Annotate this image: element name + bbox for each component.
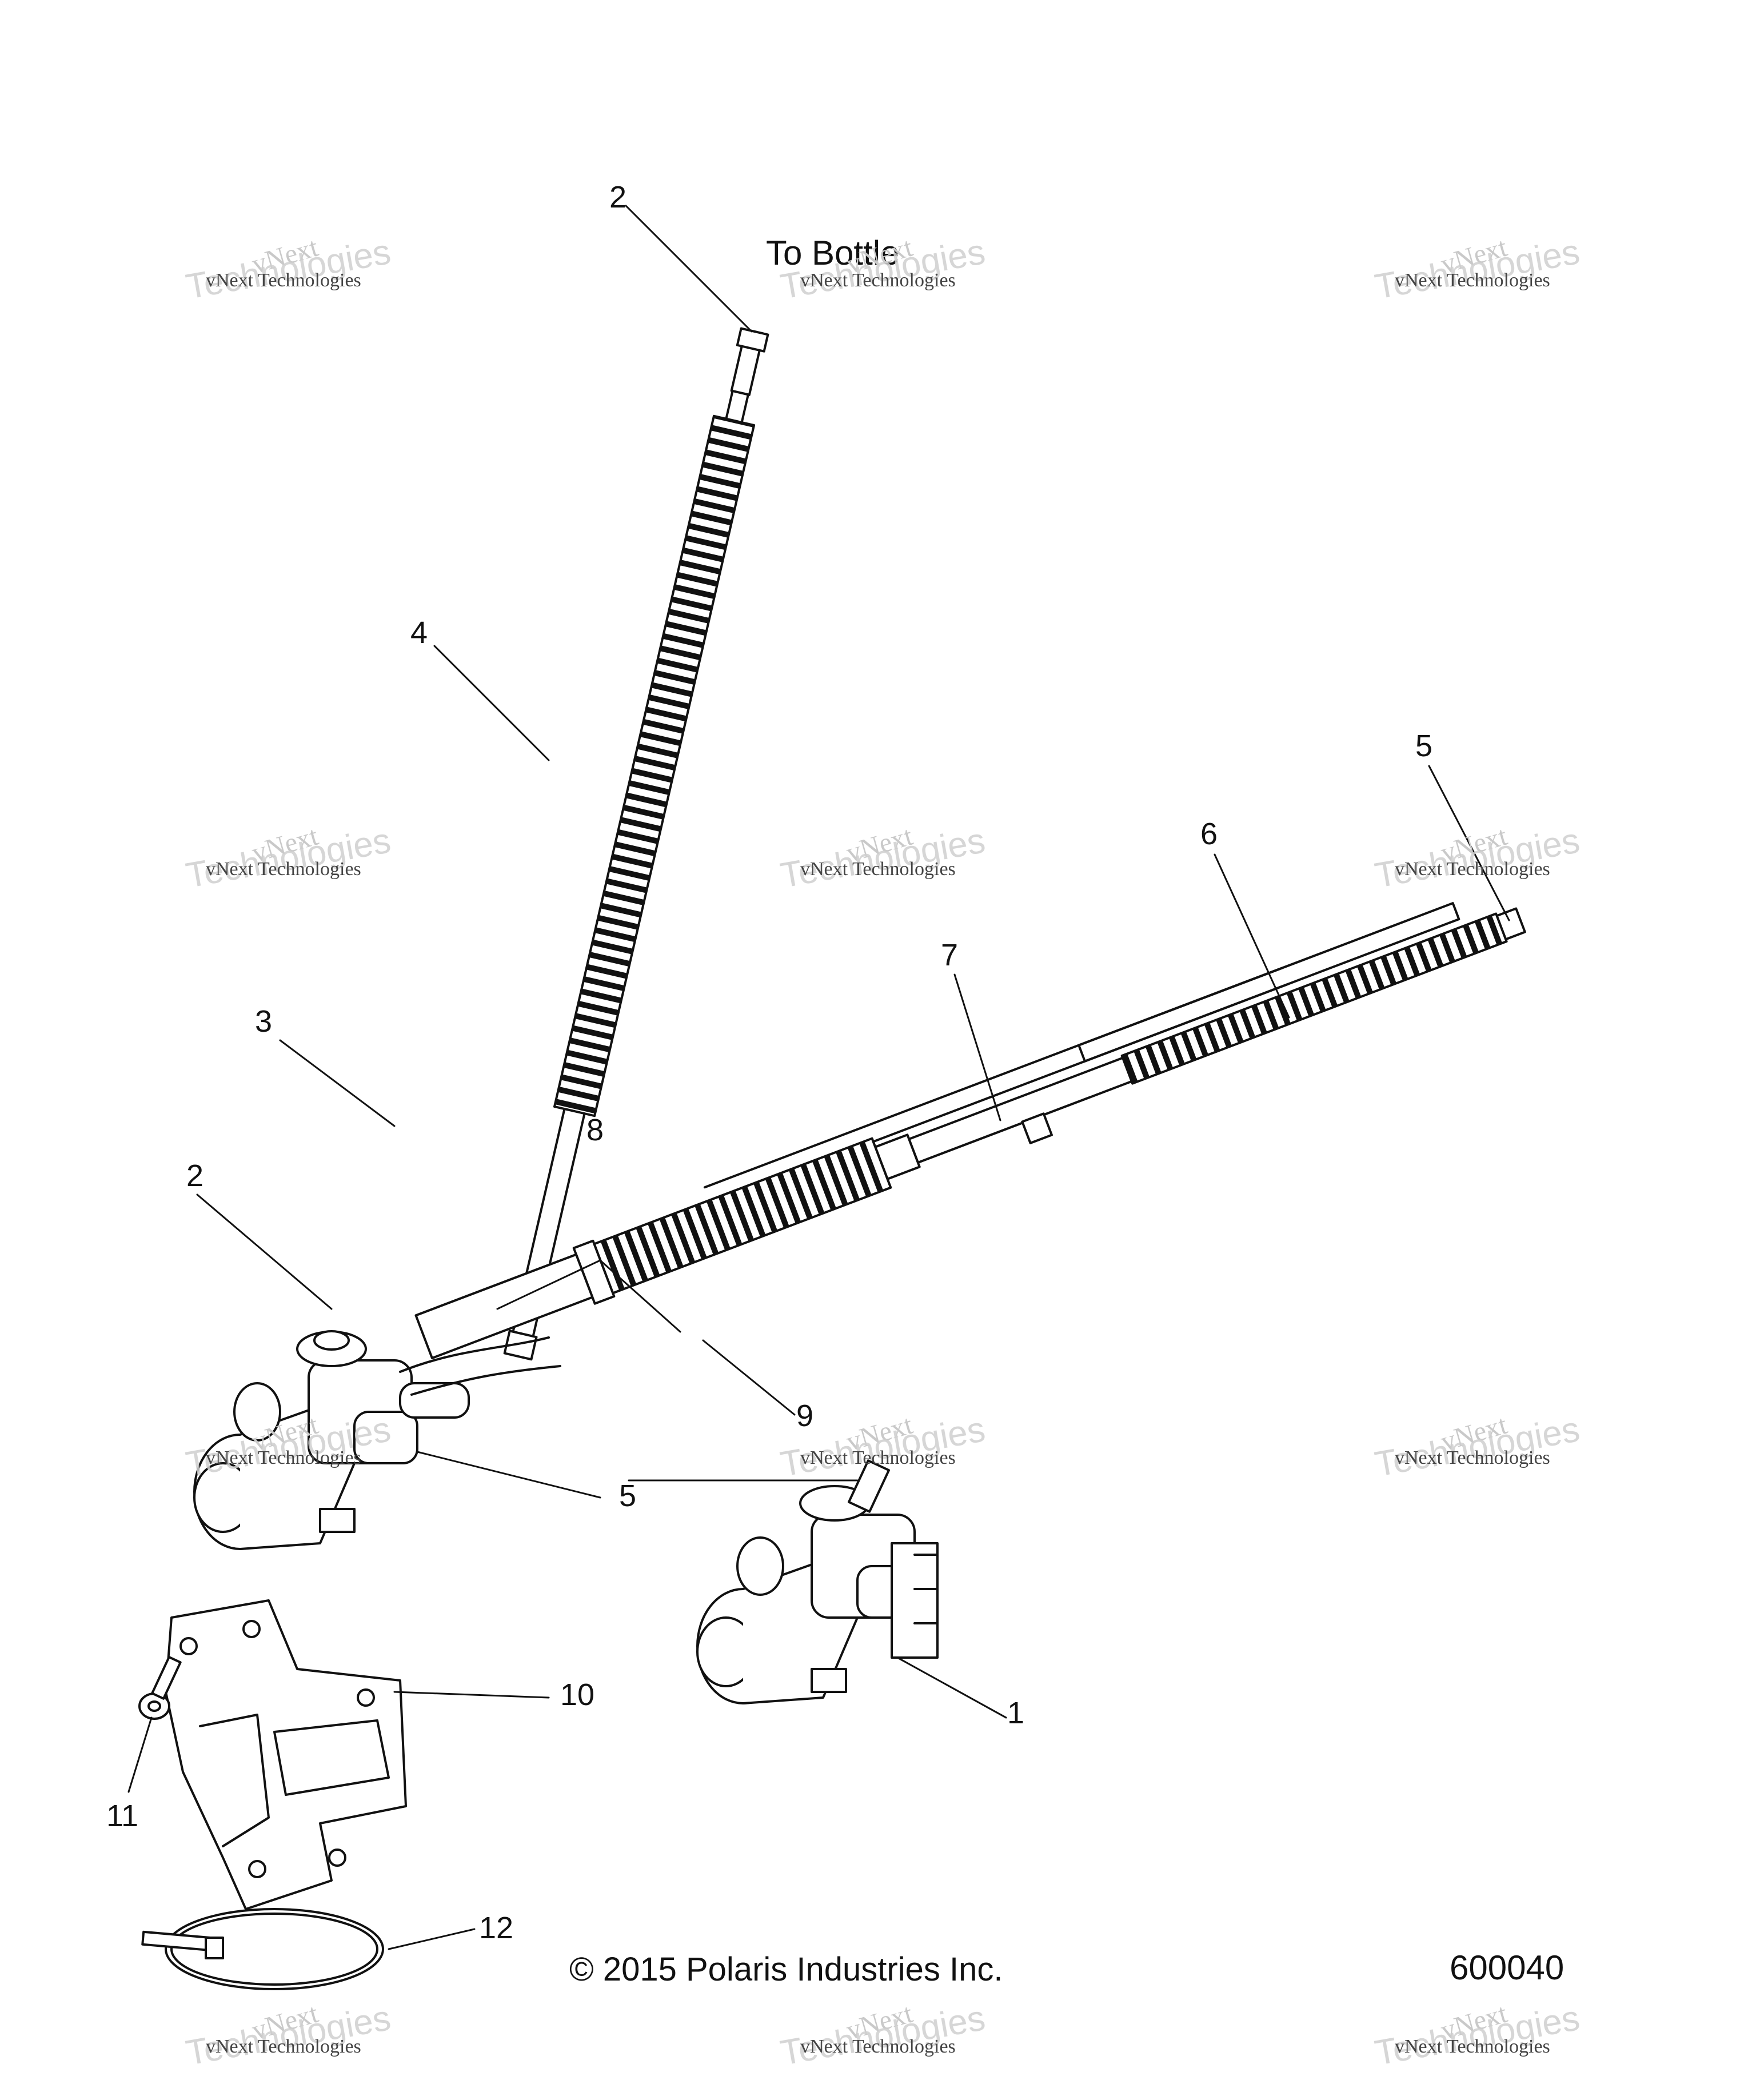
- long-hose-assembly: [414, 902, 1526, 1360]
- push-pin: [138, 1656, 182, 1720]
- callout-7: 7: [941, 938, 959, 972]
- callout-6: 6: [1200, 817, 1218, 851]
- callout-1: 1: [1007, 1696, 1025, 1730]
- cable-tie: [141, 1908, 384, 1990]
- callout-10: 10: [560, 1678, 595, 1712]
- figure-number: 600040: [1450, 1949, 1565, 1987]
- copyright-notice: © 2015 Polaris Industries Inc.: [569, 1951, 1003, 1988]
- callout-4: 4: [410, 616, 428, 650]
- leader-lines: [127, 205, 1510, 1950]
- mounting-bracket: [165, 1599, 407, 1910]
- callout-2-top: 2: [609, 180, 627, 214]
- callout-2-bottom: 2: [186, 1159, 204, 1193]
- pump-assembly-installed: [193, 1330, 561, 1550]
- callout-8: 8: [586, 1113, 604, 1147]
- callout-9: 9: [796, 1399, 814, 1433]
- callout-5-upper: 5: [1415, 729, 1433, 763]
- callout-11: 11: [106, 1799, 139, 1833]
- pump-assembly: [696, 1459, 939, 1704]
- callout-12: 12: [479, 1911, 514, 1945]
- callout-5-lower: 5: [619, 1479, 637, 1513]
- to-bottle-note: To Bottle: [766, 234, 900, 272]
- callout-3: 3: [255, 1004, 273, 1039]
